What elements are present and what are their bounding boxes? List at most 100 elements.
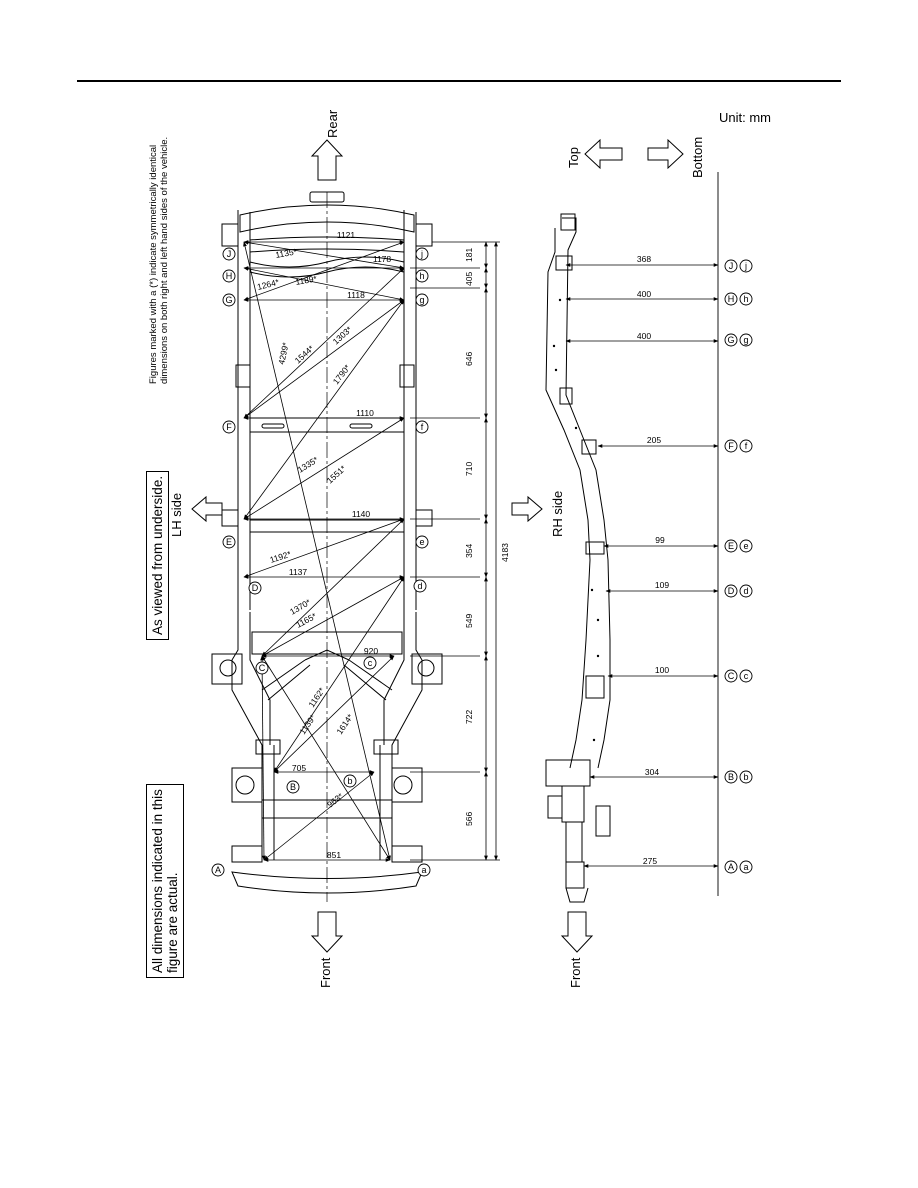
side-point-markers bbox=[724, 259, 753, 874]
long-566: 566 bbox=[464, 812, 474, 826]
bottom-label: Bottom bbox=[690, 137, 705, 178]
width-D: 1137 bbox=[289, 567, 308, 577]
front-label: Front bbox=[318, 957, 333, 988]
side-point-f: f bbox=[745, 441, 748, 451]
point-g: g bbox=[419, 295, 424, 305]
front-arrow-icon bbox=[310, 911, 344, 953]
side-point-b: b bbox=[743, 772, 748, 782]
frame-side-view bbox=[545, 213, 611, 903]
point-H: H bbox=[226, 271, 233, 281]
longitudinal-dimensions bbox=[410, 241, 500, 861]
height-D: 109 bbox=[655, 580, 669, 590]
diag-963: 963* bbox=[325, 791, 345, 810]
width-values: 1121 1178 1118 1110 1140 1137 920 705 85… bbox=[289, 230, 392, 860]
side-point-H: H bbox=[728, 294, 735, 304]
height-dimension-arrows bbox=[565, 263, 719, 868]
diagonal-dimension-lines bbox=[243, 240, 405, 861]
diag-1614: 1614* bbox=[334, 712, 355, 737]
point-A: A bbox=[215, 865, 221, 875]
height-H: 400 bbox=[637, 289, 651, 299]
rear-arrow-icon bbox=[310, 139, 344, 181]
diagonal-values: 1135* 1264* 1189* 1544* 1303* 4299* 1790… bbox=[256, 246, 355, 809]
side-point-h: h bbox=[743, 294, 748, 304]
header-rule bbox=[77, 80, 841, 82]
point-J: J bbox=[227, 249, 232, 259]
long-405: 405 bbox=[464, 272, 474, 286]
point-E: E bbox=[226, 537, 232, 547]
point-j: j bbox=[420, 249, 423, 259]
point-d: d bbox=[417, 581, 422, 591]
width-F: 1110 bbox=[356, 408, 374, 418]
side-point-a: a bbox=[743, 862, 748, 872]
side-point-g: g bbox=[743, 335, 748, 345]
longitudinal-arrows bbox=[484, 241, 498, 861]
lh-side-label: LH side bbox=[169, 493, 184, 537]
height-A: 275 bbox=[643, 856, 657, 866]
plan-point-letters: J j H h G g F f E e D d C c B b A a bbox=[215, 249, 427, 875]
long-354: 354 bbox=[464, 544, 474, 558]
side-point-G: G bbox=[727, 335, 734, 345]
width-B: 705 bbox=[292, 763, 306, 773]
diag-1335: 1335* bbox=[296, 454, 321, 475]
diag-1544: 1544* bbox=[293, 343, 317, 366]
height-B: 304 bbox=[645, 767, 659, 777]
width-A: 851 bbox=[327, 850, 341, 860]
side-point-d: d bbox=[743, 586, 748, 596]
point-D: D bbox=[252, 583, 259, 593]
side-point-F: F bbox=[728, 441, 734, 451]
point-B: B bbox=[290, 782, 296, 792]
diag-1264: 1264* bbox=[256, 277, 281, 292]
point-F: F bbox=[226, 422, 232, 432]
point-f: f bbox=[421, 422, 424, 432]
rh-arrow-icon bbox=[511, 495, 543, 523]
height-C: 100 bbox=[655, 665, 669, 675]
bottom-arrow-icon bbox=[647, 138, 684, 170]
top-arrow-icon bbox=[584, 138, 623, 170]
front-label-side: Front bbox=[568, 957, 583, 988]
long-646: 646 bbox=[464, 352, 474, 366]
side-view-holes bbox=[552, 298, 600, 742]
point-h: h bbox=[419, 271, 424, 281]
height-F: 205 bbox=[647, 435, 661, 445]
width-J: 1121 bbox=[337, 230, 356, 240]
point-a: a bbox=[421, 865, 426, 875]
long-722: 722 bbox=[464, 710, 474, 724]
height-values: 368 400 400 205 99 109 100 304 275 bbox=[637, 254, 669, 866]
long-549: 549 bbox=[464, 614, 474, 628]
side-point-D: D bbox=[728, 586, 735, 596]
side-point-j: j bbox=[744, 261, 747, 271]
long-710: 710 bbox=[464, 462, 474, 476]
side-point-B: B bbox=[728, 772, 734, 782]
plan-point-markers bbox=[211, 247, 431, 877]
point-c: c bbox=[368, 658, 373, 668]
diag-1189: 1189* bbox=[295, 273, 319, 287]
width-G: 1118 bbox=[347, 290, 365, 300]
side-point-e: e bbox=[743, 541, 748, 551]
rh-side-label: RH side bbox=[550, 491, 565, 537]
point-G: G bbox=[225, 295, 232, 305]
front-arrow-side-icon bbox=[560, 911, 594, 953]
width-H: 1178 bbox=[373, 254, 392, 264]
height-E: 99 bbox=[655, 535, 665, 545]
direction-arrows bbox=[191, 138, 684, 953]
point-b: b bbox=[347, 776, 352, 786]
top-label: Top bbox=[566, 147, 581, 168]
side-point-letters: J j H h G g F f E e D d C c B b A a bbox=[727, 261, 748, 872]
diag-1192: 1192* bbox=[269, 549, 293, 565]
long-181: 181 bbox=[464, 248, 474, 262]
width-E: 1140 bbox=[352, 509, 371, 519]
diag-1303: 1303* bbox=[331, 324, 355, 347]
overall-length-4183: 4183 bbox=[500, 543, 510, 562]
height-G: 400 bbox=[637, 331, 651, 341]
width-C: 920 bbox=[364, 646, 378, 656]
diag-1135: 1135* bbox=[275, 246, 299, 260]
longitudinal-values: 181 405 646 710 354 549 722 566 4183 bbox=[464, 248, 510, 826]
side-point-J: J bbox=[729, 261, 734, 271]
height-J: 368 bbox=[637, 254, 651, 264]
lh-arrow-icon bbox=[191, 495, 223, 523]
point-C: C bbox=[259, 663, 266, 673]
rear-label: Rear bbox=[325, 109, 340, 138]
diag-4299: 4299* bbox=[276, 341, 291, 365]
side-point-A: A bbox=[728, 862, 734, 872]
unit-label: Unit: mm bbox=[719, 110, 771, 125]
